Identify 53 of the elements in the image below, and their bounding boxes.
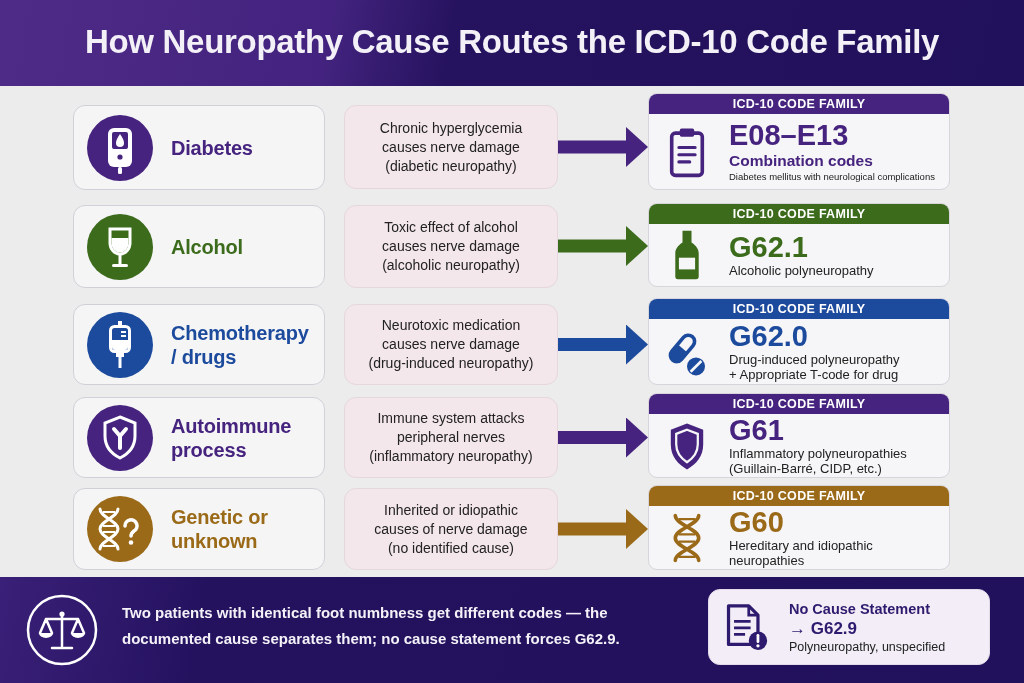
code-description: Hereditary and idiopathic neuropathies	[729, 538, 874, 568]
card-header: ICD-10 CODE FAMILY	[649, 299, 949, 319]
note-card	[708, 589, 990, 665]
cause-label: Genetic or unknown	[171, 505, 269, 553]
code-number: G60	[729, 507, 784, 538]
mechanism-text: Chronic hyperglycemia causes nerve damage (diabetic neuropathy)	[378, 118, 524, 176]
cause-label: Diabetes	[171, 135, 253, 160]
code-subtitle: Combination codes	[729, 151, 873, 170]
summary-text: Two patients with identical foot numbness get different codes — the documented cause separates them; no cause statement forces G62.9.	[122, 603, 621, 649]
code-card	[648, 393, 950, 478]
cause-label: Alcohol	[171, 234, 243, 259]
note-code: → G62.9	[789, 617, 858, 639]
code-description: Inflammatory polyneuropathies (Guillain-Barré, CIDP, etc.)	[729, 446, 908, 476]
cause-card	[73, 397, 325, 478]
cause-card	[73, 205, 325, 288]
mechanism-card	[344, 488, 558, 570]
code-card	[648, 298, 950, 385]
mechanism-card	[344, 205, 558, 288]
arrow	[558, 509, 648, 549]
arrow	[558, 127, 648, 167]
code-description: Diabetes mellitus with neurological complications	[729, 170, 935, 183]
code-card	[648, 485, 950, 570]
mechanism-card	[344, 397, 558, 478]
title: How Neuropathy Cause Routes the ICD-10 Code Family	[84, 22, 940, 62]
cause-card	[73, 304, 325, 385]
mechanism-text: Immune system attacks peripheral nerves (inflammatory neuropathy)	[368, 409, 534, 466]
cause-card	[73, 105, 325, 190]
code-number: G61	[729, 415, 784, 446]
code-number: E08–E13	[729, 120, 849, 151]
card-header: ICD-10 CODE FAMILY	[649, 394, 949, 414]
code-card	[648, 203, 950, 287]
card-header: ICD-10 CODE FAMILY	[649, 94, 949, 114]
cause-card	[73, 488, 325, 570]
code-number: G62.1	[729, 232, 808, 263]
mechanism-text: Neurotoxic medication causes nerve damage (drug-induced neuropathy)	[367, 316, 535, 373]
mechanism-text: Inherited or idiopathic causes of nerve damage (no identified cause)	[373, 500, 529, 558]
cause-label: Autoimmune process	[171, 413, 293, 462]
code-description: Drug-induced polyneuropathy	[729, 352, 900, 367]
card-header: ICD-10 CODE FAMILY	[649, 486, 949, 506]
card-header: ICD-10 CODE FAMILY	[649, 204, 949, 224]
mechanism-card	[344, 105, 558, 189]
cause-label: Chemotherapy / drugs	[171, 320, 310, 369]
note-description: Polyneuropathy, unspecified	[789, 638, 946, 655]
code-description: + Appropriate T-code for drug	[729, 367, 899, 382]
mechanism-text: Toxic effect of alcohol causes nerve damage (alcoholic neuropathy)	[381, 218, 521, 275]
code-description: Alcoholic polyneuropathy	[729, 263, 874, 278]
note-heading: No Cause Statement	[789, 599, 930, 618]
arrow	[558, 417, 648, 458]
code-number: G62.0	[729, 321, 808, 352]
arrow	[558, 324, 648, 365]
arrow	[558, 226, 648, 266]
code-card	[648, 93, 950, 190]
mechanism-card	[344, 304, 558, 385]
